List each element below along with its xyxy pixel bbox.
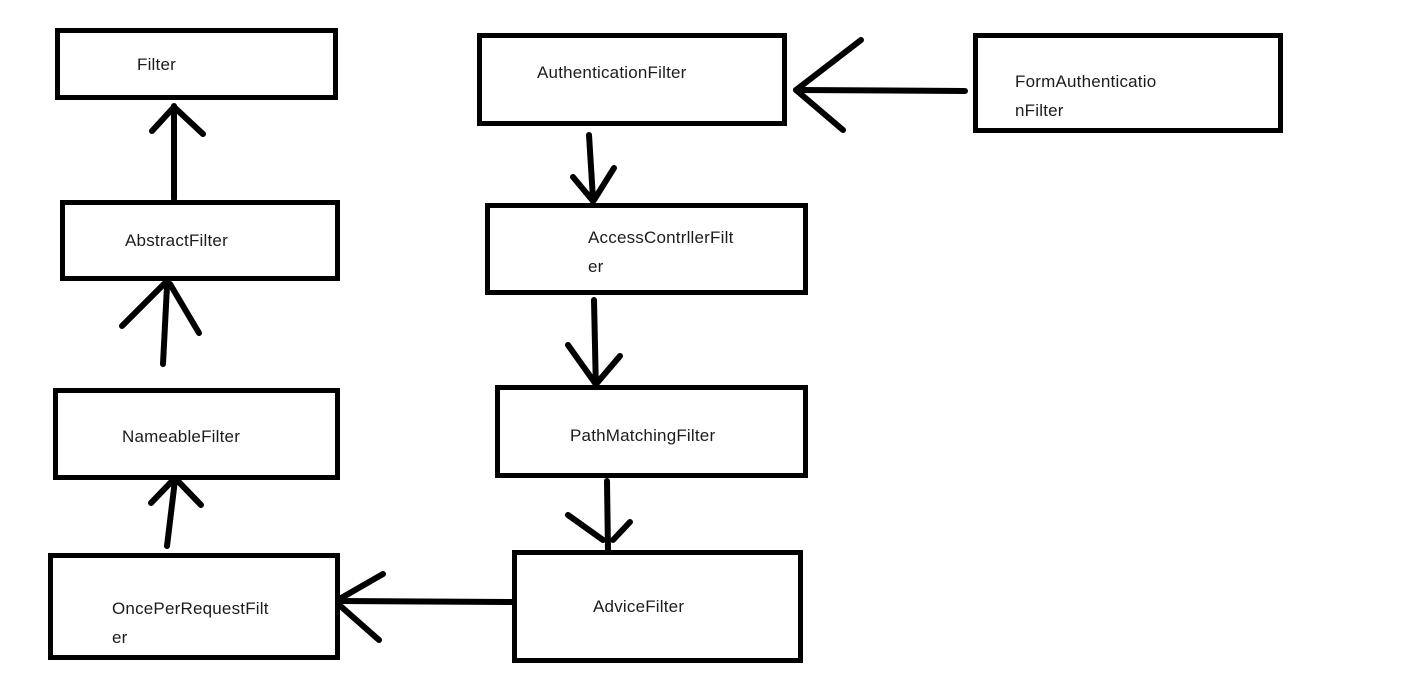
node-form-authentication-filter-label: FormAuthenticatio nFilter [1015,72,1157,120]
node-once-per-request-filter: OncePerRequestFilt er [48,553,340,660]
arrow-formauthenticationfilter-to-authenticationfilter [793,37,968,133]
node-filter-label: Filter [137,54,176,74]
node-path-matching-filter: PathMatchingFilter [495,385,808,478]
node-abstract-filter-label: AbstractFilter [125,231,228,250]
node-advice-filter: AdviceFilter [512,550,803,663]
node-path-matching-filter-label: PathMatchingFilter [570,426,716,445]
node-access-contrller-filter-label: AccessContrllerFilt er [588,228,734,276]
arrow-accesscontrllerfilter-to-pathmatchingfilter [565,297,623,395]
arrow-onceperrequestfilter-to-nameablefilter [148,475,204,549]
arrow-nameablefilter-to-abstractfilter [119,279,202,367]
node-nameable-filter-label: NameableFilter [122,427,241,446]
node-authentication-filter-label: AuthenticationFilter [537,63,687,82]
node-form-authentication-filter: FormAuthenticatio nFilter [973,33,1283,133]
node-nameable-filter: NameableFilter [53,388,340,480]
node-advice-filter-label: AdviceFilter [593,597,685,616]
node-access-contrller-filter: AccessContrllerFilt er [485,203,808,295]
arrow-abstractfilter-to-filter [149,103,206,202]
arrow-advicefilter-to-onceperrequestfilter [333,571,520,643]
node-filter: Filter [55,28,338,100]
node-once-per-request-filter-label: OncePerRequestFilt er [112,599,269,647]
node-authentication-filter: AuthenticationFilter [477,33,787,126]
arrow-pathmatchingfilter-to-advicefilter [565,478,633,555]
node-abstract-filter: AbstractFilter [60,200,340,281]
arrow-authenticationfilter-to-accesscontrllerfilter [570,132,617,204]
